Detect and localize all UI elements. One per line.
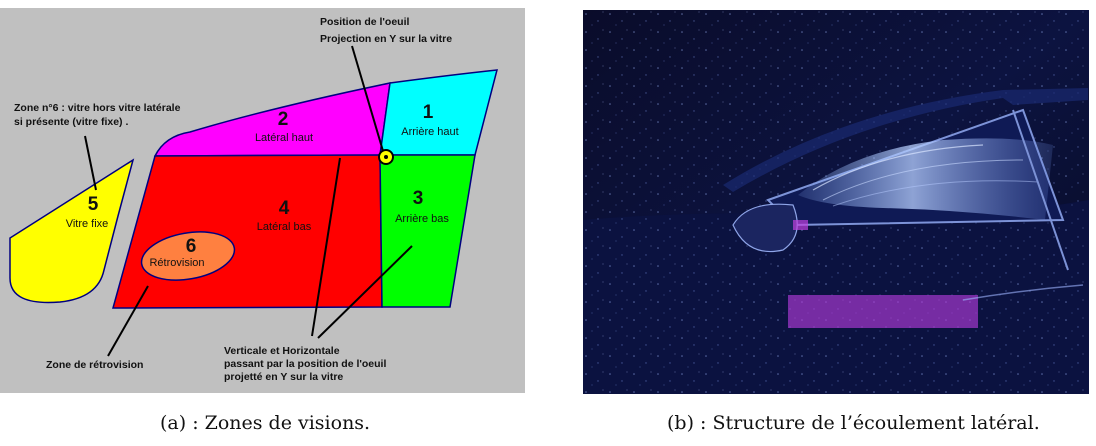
caption-a: (a) : Zones de visions. <box>160 412 371 434</box>
axes-annotation-line3: projetté en Y sur la vitre <box>224 371 343 383</box>
zone-2-label: Latéral haut <box>255 132 313 144</box>
door-handle-streak <box>962 284 1084 301</box>
vision-zones-svg: 1 Arrière haut 2 Latéral haut 3 Arrière … <box>0 8 525 393</box>
zone-1-label: Arrière haut <box>401 126 458 138</box>
flow-structure-photo <box>583 10 1089 394</box>
eye-annotation-line2: Projection en Y sur la vitre <box>320 33 452 45</box>
zone-5-label: Vitre fixe <box>66 218 109 230</box>
eye-leader-line <box>351 45 384 152</box>
side-mirror <box>732 203 798 253</box>
zone-2-shape <box>153 82 391 157</box>
magenta-marker <box>793 220 808 230</box>
zone-6-label: Rétrovision <box>149 257 204 269</box>
zone6-leader-line <box>84 135 97 191</box>
eye-annotation-line1: Position de l'oeuil <box>320 16 410 28</box>
zone-5-shape <box>9 158 135 304</box>
vertical-leader-line <box>311 157 341 337</box>
axes-annotation-line1: Verticale et Horizontale <box>224 345 340 357</box>
zone-1-number: 1 <box>423 102 434 123</box>
flow-sweep-region <box>798 138 1053 220</box>
zone-6-shape <box>140 231 236 281</box>
streak-line-2 <box>822 159 1024 201</box>
streak-line-1 <box>812 144 984 191</box>
roof-line <box>723 88 1088 192</box>
zone-6-number: 6 <box>186 236 197 257</box>
zone-4-number: 4 <box>279 198 290 219</box>
b-pillar-edge <box>1012 109 1069 271</box>
magenta-band <box>788 295 978 328</box>
zone-4-label: Latéral bas <box>257 221 312 233</box>
retro-leader-line <box>107 285 149 357</box>
zone-3-label: Arrière bas <box>395 213 449 225</box>
streak-line-3 <box>832 180 1039 207</box>
zone-5-number: 5 <box>88 194 99 215</box>
zone-2-number: 2 <box>278 109 289 130</box>
vision-zones-diagram: 1 Arrière haut 2 Latéral haut 3 Arrière … <box>0 8 525 393</box>
caption-b: (b) : Structure de l’écoulement latéral. <box>667 412 1040 434</box>
zone6-annotation-line1: Zone n°6 : vitre hors vitre latérale <box>14 102 181 114</box>
axes-annotation-line2: passant par la position de l'oeuil <box>224 358 386 370</box>
retro-annotation: Zone de rétrovision <box>46 359 143 371</box>
flow-photo-svg <box>583 10 1089 394</box>
horizontal-leader-line <box>317 245 413 339</box>
zone-4-shape <box>112 154 383 309</box>
eye-position-dot <box>384 155 388 159</box>
zone6-annotation-line2: si présente (vitre fixe) . <box>14 116 128 128</box>
zone-3-shape <box>379 154 476 308</box>
zone-1-shape <box>379 69 498 156</box>
zone-3-number: 3 <box>413 188 424 209</box>
